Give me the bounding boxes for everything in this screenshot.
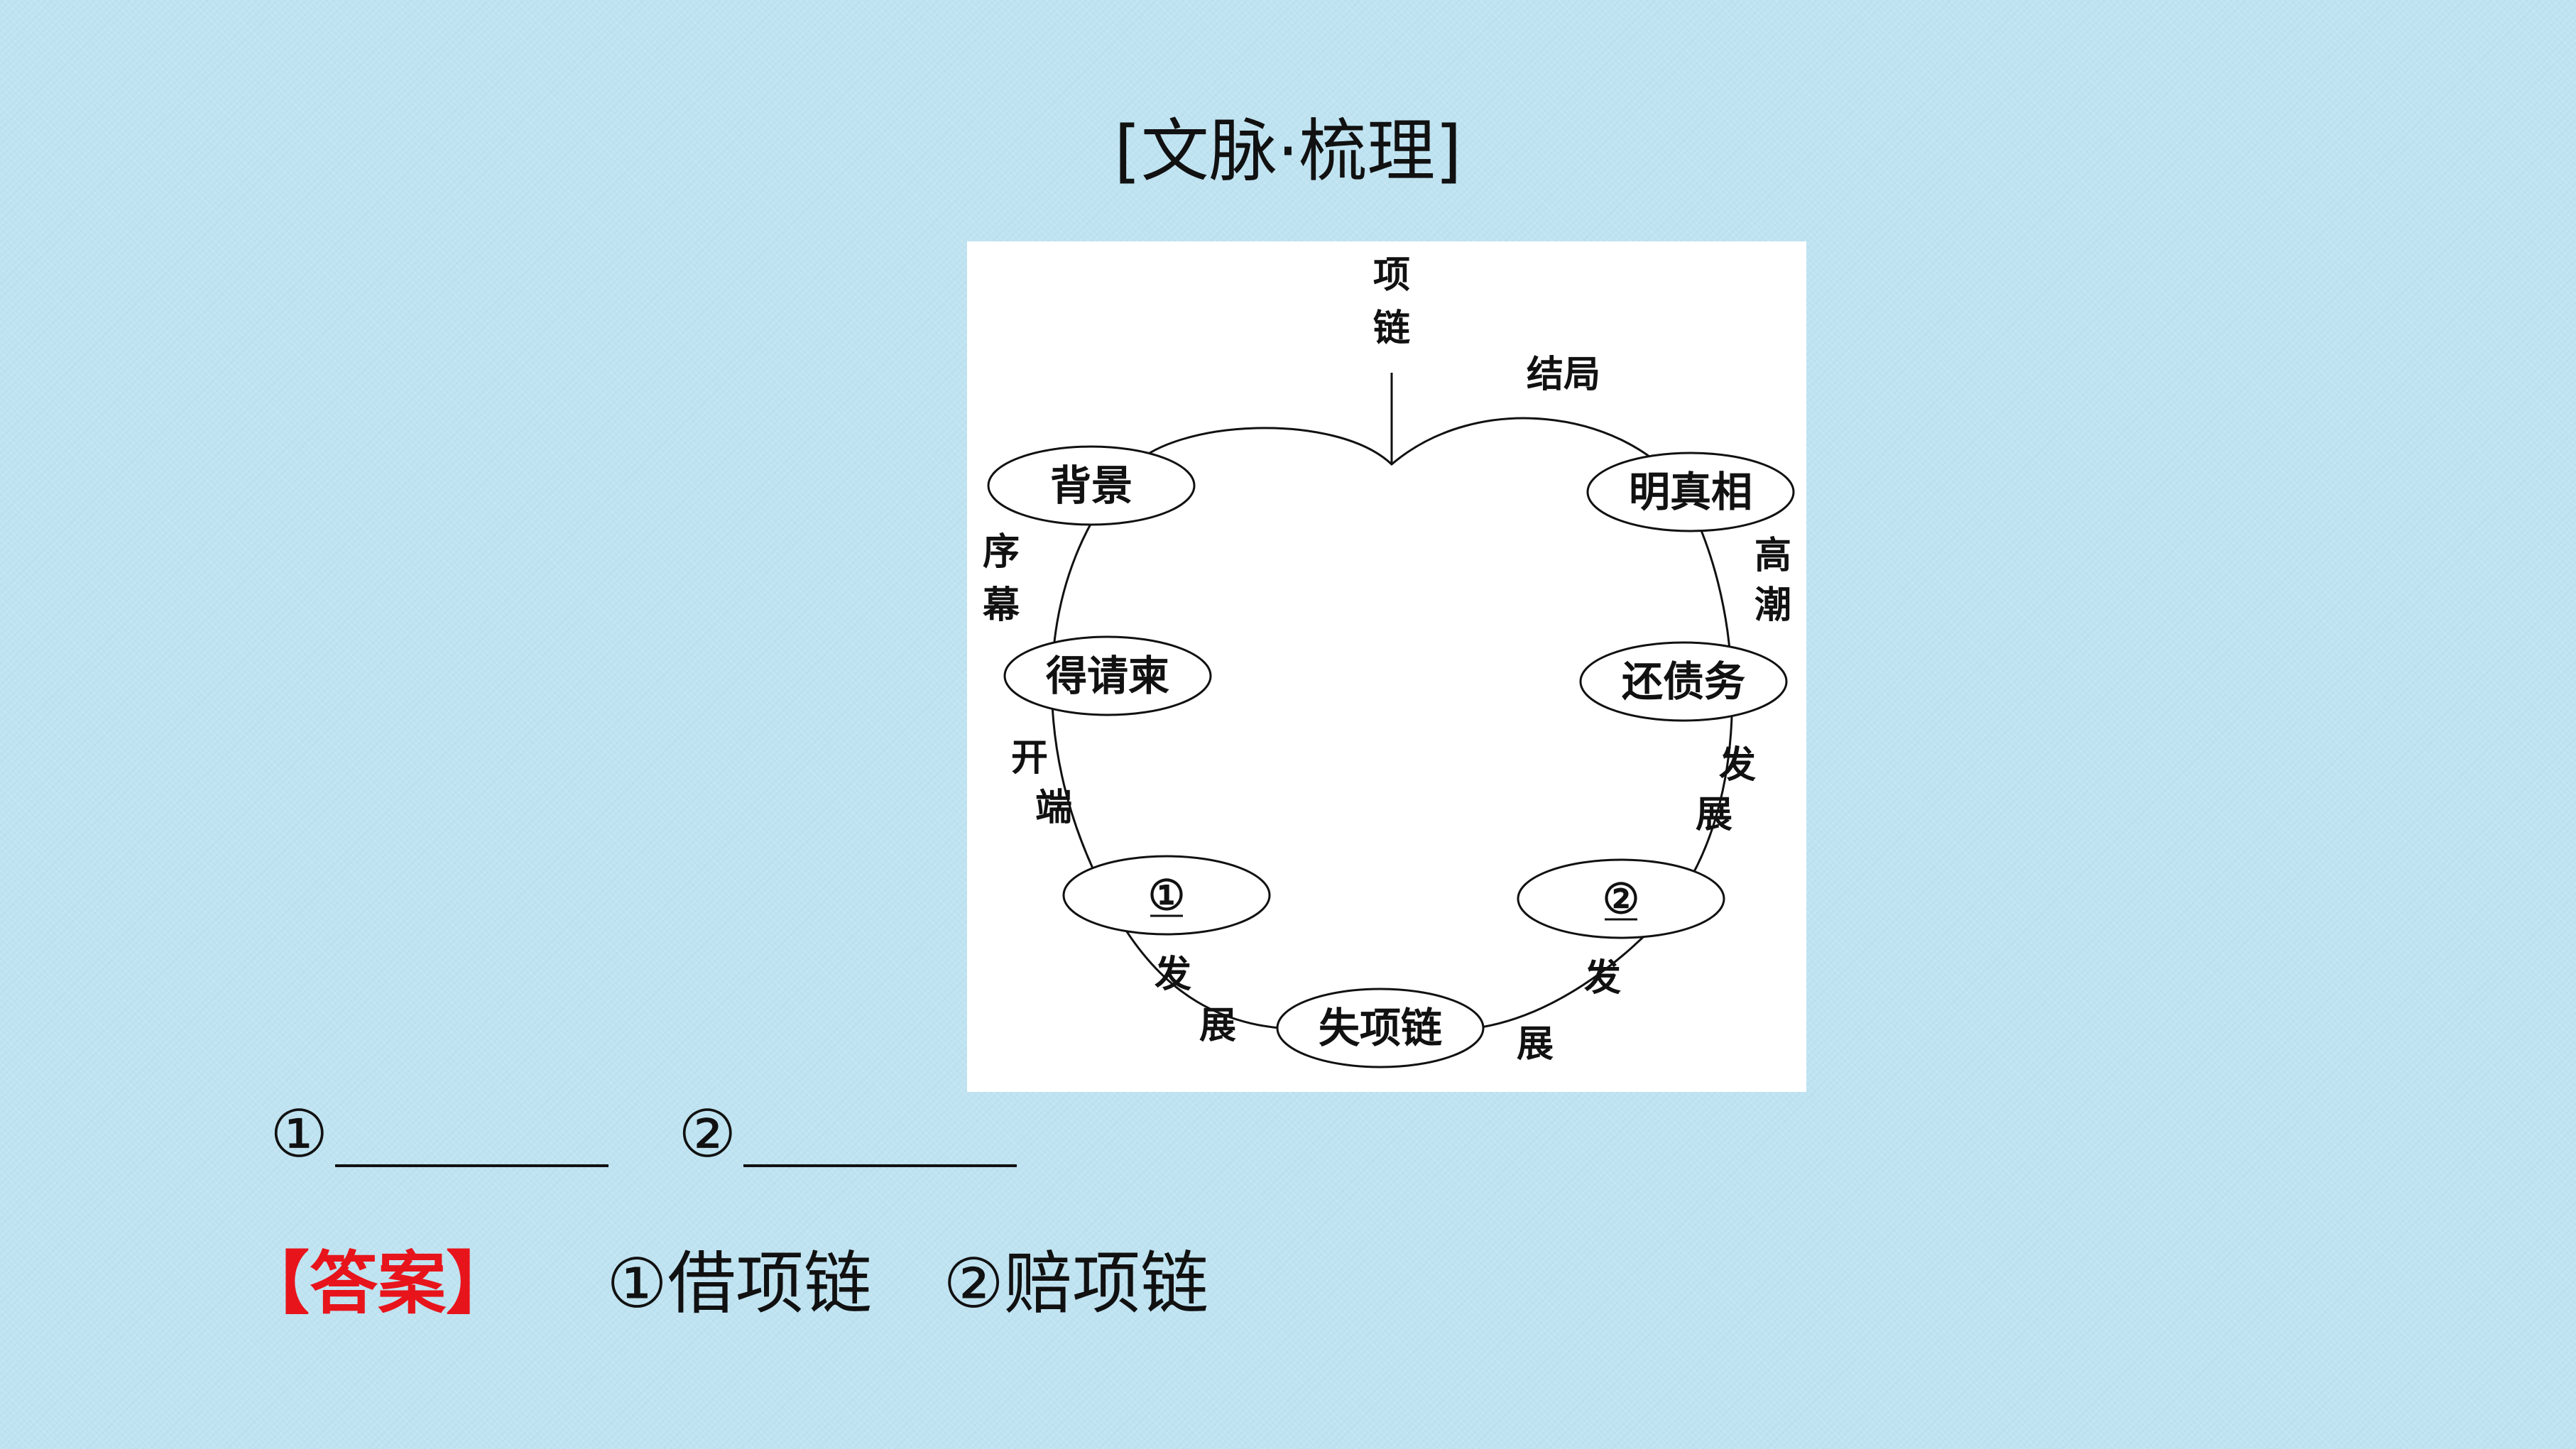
edge-kaiduan-char-1: 开 (1011, 736, 1048, 780)
blank-2-line (743, 1097, 1017, 1167)
answer-tag: 【答案】 (241, 1244, 514, 1323)
node-deqingjian-ellipse (1003, 635, 1212, 716)
blank-1: ① (270, 1096, 609, 1172)
blank-1-line (335, 1097, 609, 1167)
node-deqingjian: 得请柬 (1046, 652, 1169, 700)
edge-jieju: 结局 (1527, 353, 1600, 396)
node-blank1: ① (1148, 871, 1185, 919)
blank-2: ② (678, 1097, 1017, 1167)
top-label-char-1: 项 (1373, 253, 1410, 297)
edge-fazhan-left-char-1: 发 (1155, 953, 1191, 996)
edge-fazhan-right-char-2: 展 (1696, 793, 1732, 836)
node-huanzhaiwu: 还债务 (1622, 657, 1745, 706)
node-blank1-ellipse (1062, 855, 1271, 936)
edge-fazhan-right-char-1: 发 (1719, 743, 1756, 787)
node-beijing-ellipse (987, 445, 1196, 526)
answer-first: ①借项链 (606, 1244, 873, 1323)
node-shixianglian-ellipse (1276, 988, 1485, 1068)
edge-xumu-char-1: 序 (983, 530, 1020, 574)
diagram-canvas: 项 链 背景 明真相 得请柬 还债务 ① ② 失项链 结局 序 幕 高 潮 开 … (982, 253, 1795, 1068)
edge-fazhan-bottom-char-1: 发 (1584, 956, 1621, 1000)
node-blank2-ellipse (1517, 858, 1725, 939)
answer-second: ②赔项链 (943, 1244, 1209, 1323)
blank-1-number: ① (270, 1096, 329, 1172)
edge-fazhan-bottom-char-2: 展 (1517, 1022, 1554, 1066)
node-beijing: 背景 (1050, 461, 1133, 510)
blank-2-number: ② (678, 1096, 737, 1172)
node-mingzhenxiang-ellipse (1586, 452, 1795, 532)
node-shixianglian: 失项链 (1319, 1004, 1442, 1052)
edge-gaochao-char-2: 潮 (1754, 584, 1791, 627)
top-label-char-2: 链 (1373, 307, 1410, 350)
edge-kaiduan-char-2: 端 (1035, 786, 1072, 829)
plot-diagram: 项 链 背景 明真相 得请柬 还债务 ① ② 失项链 结局 序 幕 高 潮 开 … (967, 241, 1806, 1092)
edge-xumu-char-2: 幕 (982, 584, 1020, 627)
answer-row: 【答案】 ①借项链 ②赔项链 (241, 1250, 1208, 1318)
edge-fazhan-left-char-2: 展 (1199, 1004, 1236, 1047)
edge-gaochao-char-1: 高 (1754, 534, 1791, 577)
page-title: [文脉·梳理] (1114, 111, 1462, 191)
node-huanzhaiwu-ellipse (1579, 641, 1788, 722)
node-mingzhenxiang: 明真相 (1629, 468, 1752, 516)
node-blank2: ② (1603, 875, 1639, 923)
